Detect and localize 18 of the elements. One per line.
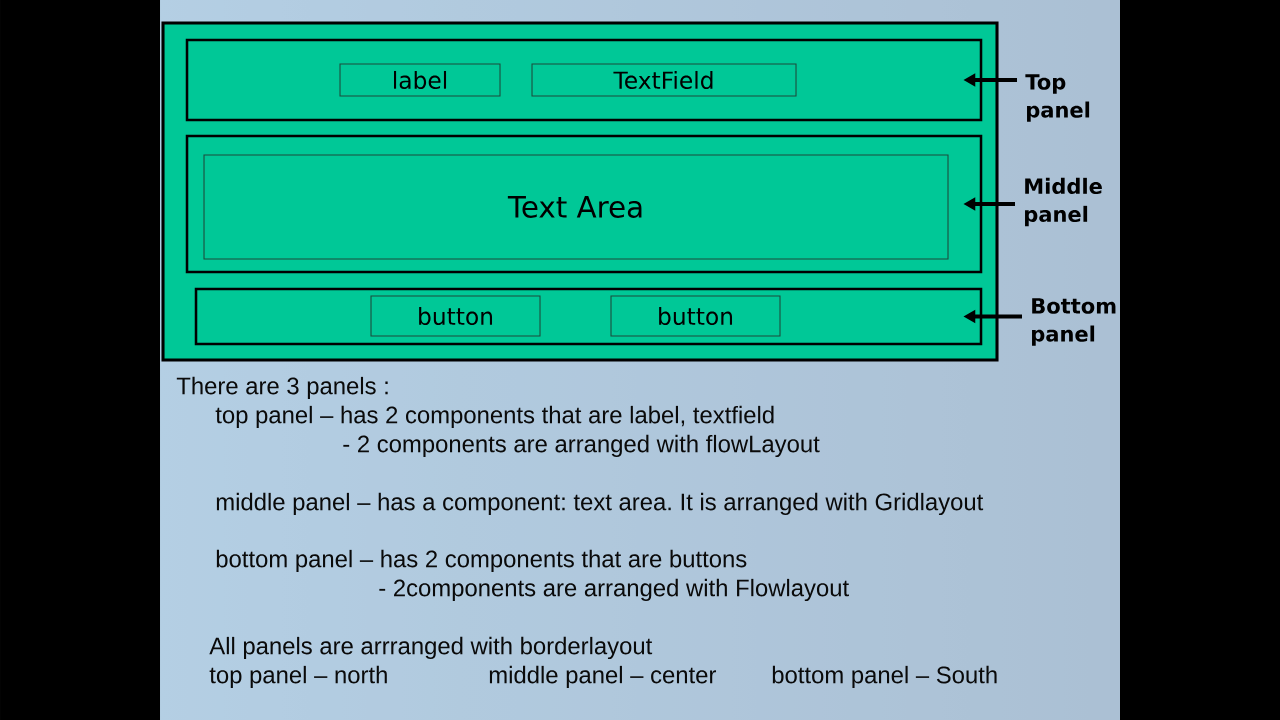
body-text: - 2 components are arranged with flowLayout	[343, 434, 820, 458]
body-text: bottom panel – South	[772, 665, 997, 689]
body-text: bottom panel – has 2 components that are buttons	[216, 549, 747, 573]
body-text: All panels are arrranged with borderlayout	[209, 636, 653, 660]
panel-label: Top panel	[1025, 74, 1090, 122]
body-text: middle panel – center	[489, 665, 716, 689]
body-text: top panel – has 2 components that are label, textfield	[215, 405, 774, 429]
body-text: middle panel – has a component: text area. It is arranged with Gridlayout	[216, 492, 984, 516]
body-text: There are 3 panels :	[176, 376, 388, 400]
text-area-box: Text Area	[203, 154, 949, 260]
panel-label: Middle panel	[1025, 177, 1102, 227]
label-box: label	[339, 63, 501, 97]
button-box: button	[610, 295, 781, 337]
body-text: - 2components are arranged with Flowlayout	[379, 578, 849, 602]
body-text: top panel – north	[209, 665, 387, 689]
panel-label: Bottom panel	[1032, 298, 1116, 346]
button-box: button	[370, 295, 541, 337]
text-field-box: TextField	[531, 63, 797, 97]
